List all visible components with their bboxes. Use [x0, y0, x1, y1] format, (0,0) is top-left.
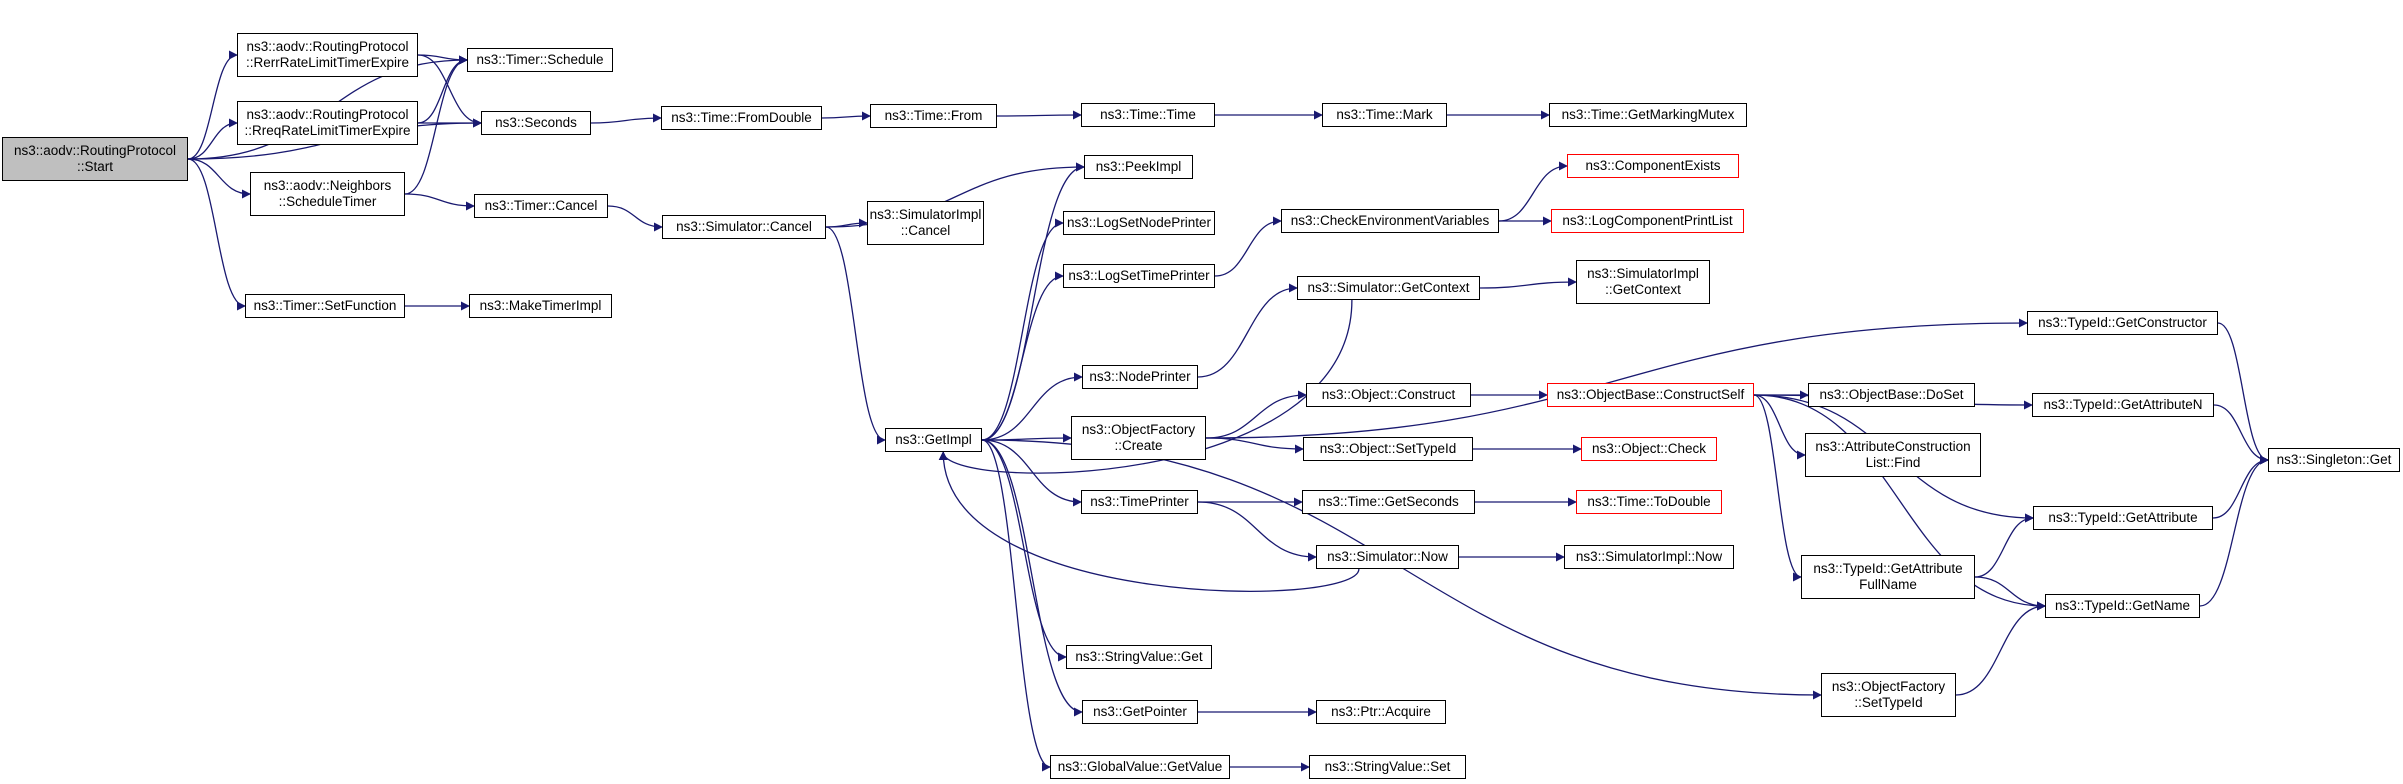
call-edge-rerr-to-seconds — [417, 54, 482, 128]
function-node-checkenv[interactable]: ns3::CheckEnvironmentVariables — [1281, 209, 1499, 233]
call-edge-getimpl-to-gvget — [981, 439, 1051, 772]
function-node-ttime[interactable]: ns3::Time::Time — [1081, 103, 1215, 127]
call-edge-logtime-to-checkenv — [1214, 216, 1282, 277]
function-node-start: ns3::aodv::RoutingProtocol ::Start — [2, 137, 188, 181]
function-node-getimpl[interactable]: ns3::GetImpl — [885, 428, 982, 452]
call-edge-ofcreate-to-objconstruct — [1205, 390, 1307, 439]
call-edge-getattr-to-singleton — [2212, 455, 2269, 519]
call-edge-getimpl-to-timeprinter — [981, 439, 1082, 507]
function-node-logcomp[interactable]: ns3::LogComponentPrintList — [1551, 209, 1744, 233]
function-node-peek[interactable]: ns3::PeekImpl — [1084, 155, 1193, 179]
call-edge-getimpl-to-getpointer — [981, 439, 1083, 717]
call-edge-constructself-to-acfind — [1753, 394, 1806, 460]
function-node-simplcancel[interactable]: ns3::SimulatorImpl ::Cancel — [867, 201, 984, 245]
function-node-getattrn[interactable]: ns3::TypeId::GetAttributeN — [2032, 393, 2214, 417]
function-node-singleton[interactable]: ns3::Singleton::Get — [2268, 448, 2400, 472]
call-edge-neigh-to-schedule — [404, 55, 468, 195]
call-edge-getimpl-to-svget — [981, 439, 1067, 662]
call-edge-gafullname-to-getattr — [1974, 513, 2034, 578]
call-edge-getcontext-to-getimpl — [938, 299, 1353, 474]
function-node-gvget[interactable]: ns3::GlobalValue::GetValue — [1050, 755, 1230, 779]
function-node-getconstructor[interactable]: ns3::TypeId::GetConstructor — [2027, 311, 2218, 335]
function-node-objcheck[interactable]: ns3::Object::Check — [1581, 437, 1717, 461]
function-node-compexists[interactable]: ns3::ComponentExists — [1567, 154, 1739, 178]
function-node-neigh[interactable]: ns3::aodv::Neighbors ::ScheduleTimer — [250, 172, 405, 216]
function-node-simplnow[interactable]: ns3::SimulatorImpl::Now — [1564, 545, 1734, 569]
function-node-objsettype[interactable]: ns3::Object::SetTypeId — [1303, 437, 1473, 461]
call-edge-from-to-ttime — [996, 110, 1082, 120]
function-node-gafullname[interactable]: ns3::TypeId::GetAttribute FullName — [1801, 555, 1975, 599]
function-node-from[interactable]: ns3::Time::From — [870, 104, 997, 128]
function-node-simplctx[interactable]: ns3::SimulatorImpl ::GetContext — [1576, 260, 1710, 304]
function-node-getattr[interactable]: ns3::TypeId::GetAttribute — [2033, 506, 2213, 530]
call-edge-nodeprinter-to-getcontext — [1197, 283, 1298, 378]
function-node-rerr[interactable]: ns3::aodv::RoutingProtocol ::RerrRateLim… — [237, 33, 418, 77]
call-edge-getconstructor-to-singleton — [2217, 322, 2269, 465]
function-node-dosset[interactable]: ns3::ObjectBase::DoSet — [1808, 383, 1975, 407]
call-edge-neigh-to-tcancel — [404, 193, 475, 211]
function-node-maketimer[interactable]: ns3::MakeTimerImpl — [469, 294, 612, 318]
call-edge-timeprinter-to-simnow — [1197, 501, 1317, 562]
function-node-ofsettype[interactable]: ns3::ObjectFactory ::SetTypeId — [1821, 673, 1956, 717]
call-edge-getattrn-to-singleton — [2213, 404, 2269, 465]
call-edge-checkenv-to-compexists — [1498, 161, 1568, 222]
call-edge-getimpl-to-nodeprinter — [981, 372, 1083, 441]
function-node-tcancel[interactable]: ns3::Timer::Cancel — [474, 194, 608, 218]
call-edge-rreq-to-schedule — [417, 55, 468, 124]
call-edge-start-to-rerr — [187, 50, 238, 160]
function-node-fromdouble[interactable]: ns3::Time::FromDouble — [661, 106, 822, 130]
call-edge-fromdouble-to-from — [821, 111, 871, 121]
call-edge-ofsettype-to-getname — [1955, 601, 2046, 696]
function-node-getpointer[interactable]: ns3::GetPointer — [1082, 700, 1198, 724]
call-edge-getname-to-singleton — [2199, 455, 2269, 607]
function-node-setfunc[interactable]: ns3::Timer::SetFunction — [245, 294, 405, 318]
function-node-scancel[interactable]: ns3::Simulator::Cancel — [662, 215, 826, 239]
function-node-todouble[interactable]: ns3::Time::ToDouble — [1576, 490, 1722, 514]
function-node-logtime[interactable]: ns3::LogSetTimePrinter — [1063, 264, 1215, 288]
function-node-getseconds[interactable]: ns3::Time::GetSeconds — [1302, 490, 1475, 514]
function-node-ptracquire[interactable]: ns3::Ptr::Acquire — [1316, 700, 1446, 724]
function-node-nodeprinter[interactable]: ns3::NodePrinter — [1082, 365, 1198, 389]
function-node-svset[interactable]: ns3::StringValue::Set — [1309, 755, 1466, 779]
call-edge-getimpl-to-peek — [981, 162, 1085, 441]
function-node-svget[interactable]: ns3::StringValue::Get — [1066, 645, 1212, 669]
function-node-getcontext[interactable]: ns3::Simulator::GetContext — [1297, 276, 1480, 300]
function-node-timeprinter[interactable]: ns3::TimePrinter — [1081, 490, 1198, 514]
call-edge-getimpl-to-logtime — [981, 271, 1064, 441]
function-node-getname[interactable]: ns3::TypeId::GetName — [2045, 594, 2200, 618]
call-edge-constructself-to-getname — [1753, 394, 2046, 611]
function-node-mutex[interactable]: ns3::Time::GetMarkingMutex — [1549, 103, 1747, 127]
call-edge-start-to-setfunc — [187, 158, 246, 311]
function-node-lognode[interactable]: ns3::LogSetNodePrinter — [1063, 211, 1215, 235]
function-node-mark[interactable]: ns3::Time::Mark — [1322, 103, 1447, 127]
function-node-ofcreate[interactable]: ns3::ObjectFactory ::Create — [1071, 416, 1206, 460]
call-edge-constructself-to-gafullname — [1753, 394, 1802, 582]
call-edge-tcancel-to-scancel — [607, 205, 663, 232]
function-node-simnow[interactable]: ns3::Simulator::Now — [1316, 545, 1459, 569]
call-edge-getimpl-to-lognode — [981, 218, 1064, 441]
function-node-seconds[interactable]: ns3::Seconds — [481, 111, 591, 135]
call-edge-start-to-neigh — [187, 158, 251, 199]
call-edge-start-to-rreq — [187, 118, 238, 160]
function-node-objconstruct[interactable]: ns3::Object::Construct — [1306, 383, 1471, 407]
function-node-acfind[interactable]: ns3::AttributeConstruction List::Find — [1805, 433, 1981, 477]
function-node-schedule[interactable]: ns3::Timer::Schedule — [467, 48, 613, 72]
function-node-constructself[interactable]: ns3::ObjectBase::ConstructSelf — [1547, 383, 1754, 407]
function-node-rreq[interactable]: ns3::aodv::RoutingProtocol ::RreqRateLim… — [237, 101, 418, 145]
call-edge-seconds-to-fromdouble — [590, 113, 662, 124]
call-edge-ofcreate-to-getconstructor — [1205, 318, 2028, 439]
call-edge-simnow-to-getimpl — [938, 451, 1360, 592]
call-edge-gafullname-to-getname — [1974, 576, 2046, 611]
call-edge-getcontext-to-simplctx — [1479, 277, 1577, 289]
call-edge-scancel-to-getimpl — [825, 226, 886, 445]
